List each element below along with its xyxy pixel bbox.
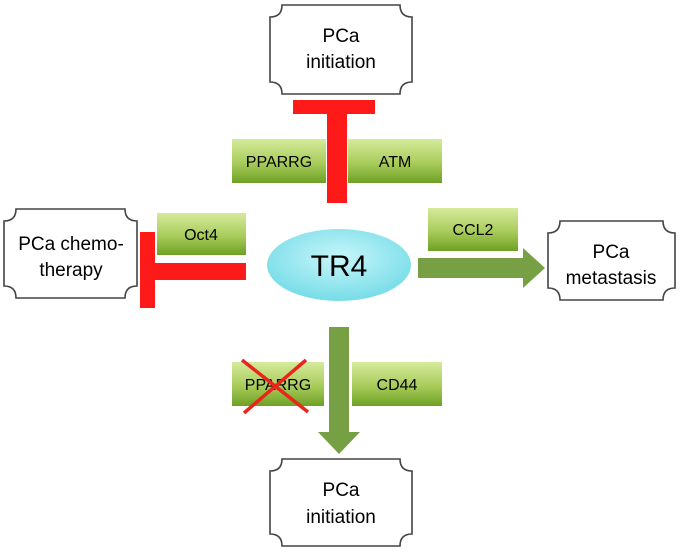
outcome-box-bottom-frame: [269, 458, 413, 547]
gene-box-top-left: PPARRG: [232, 139, 326, 183]
gene-bottom-right-label: CD44: [377, 377, 418, 394]
gene-box-right: CCL2: [428, 208, 518, 251]
outcome-right-line2: metastasis: [566, 268, 657, 289]
tr4-ellipse: [267, 229, 411, 301]
outcome-box-top: PCa initiation: [269, 4, 413, 95]
gene-left-label: Oct4: [184, 227, 218, 244]
outcome-left-line2: therapy: [39, 260, 103, 281]
inhibition-bar-left-stem: [150, 263, 246, 280]
inhibition-bar-top-stem: [327, 108, 347, 203]
gene-box-bottom-left: PPARRG: [232, 358, 324, 415]
outcome-top-line1: PCa: [323, 26, 360, 47]
tr4-label: TR4: [311, 250, 368, 283]
outcome-box-right: PCa metastasis: [547, 220, 676, 301]
inhibition-bar-left-cap: [140, 232, 155, 308]
gene-box-right-bg: [428, 208, 518, 251]
gene-right-label: CCL2: [453, 222, 494, 239]
outcome-top-line2: initiation: [306, 52, 376, 73]
gene-box-bottom-right: CD44: [352, 362, 442, 406]
gene-box-bottom-right-bg: [352, 362, 442, 406]
promotion-arrow-right: [418, 248, 545, 288]
cross-line-2: [242, 358, 308, 415]
tr4-node: TR4: [267, 229, 411, 301]
outcome-box-top-frame: [269, 4, 413, 95]
gene-box-top-right: ATM: [348, 139, 442, 183]
outcome-bottom-line1: PCa: [323, 480, 360, 501]
gene-top-right-label: ATM: [379, 154, 412, 171]
gene-top-left-label: PPARRG: [246, 154, 312, 171]
gene-box-left: Oct4: [157, 213, 246, 255]
gene-box-left-bg: [157, 213, 246, 255]
gene-box-top-left-bg: [232, 139, 326, 183]
outcome-bottom-line2: initiation: [306, 507, 376, 528]
outcome-right-line1: PCa: [593, 242, 630, 263]
inhibition-bar-left: [140, 232, 246, 308]
outcome-box-bottom: PCa initiation: [269, 458, 413, 547]
promotion-arrow-bottom: [318, 327, 360, 454]
outcome-left-line1: PCa chemo-: [18, 234, 124, 255]
outcome-box-left: PCa chemo- therapy: [3, 208, 138, 299]
inhibition-bar-top: [293, 100, 375, 203]
crossed-out-mark: [240, 358, 310, 415]
outcome-box-right-frame: [547, 220, 676, 301]
inhibition-bar-top-cap: [293, 100, 375, 114]
gene-box-top-right-bg: [348, 139, 442, 183]
outcome-box-left-frame: [3, 208, 138, 299]
